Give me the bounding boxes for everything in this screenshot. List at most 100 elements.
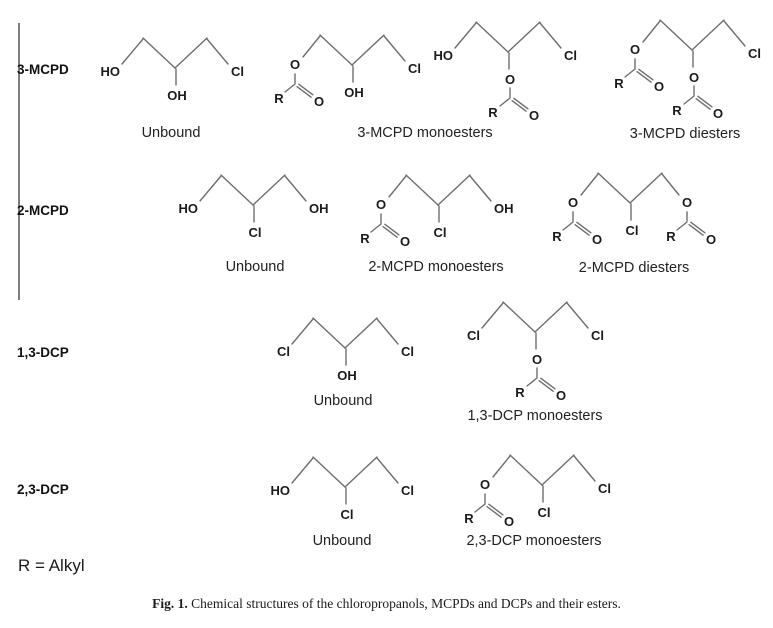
r-group-label: R <box>672 103 682 118</box>
bond-line <box>624 68 636 78</box>
bond-line <box>573 455 596 482</box>
center-substituent-label: OH <box>344 85 364 100</box>
bond-line <box>142 37 176 69</box>
structure-caption-unbound-2mcpd: Unbound <box>225 259 285 275</box>
carbonyl-oxygen-label: O <box>504 514 514 529</box>
r-group-definition: R = Alkyl <box>18 556 85 575</box>
row-group-divider-line <box>18 23 20 300</box>
left-substituent-label: HO <box>271 483 291 498</box>
bond-line <box>376 318 399 345</box>
r-group-label: R <box>488 105 498 120</box>
bond-line <box>382 225 398 238</box>
bond-line <box>252 174 286 206</box>
bond-line <box>376 457 399 484</box>
bond-line <box>562 221 574 231</box>
r-group-label: R <box>552 229 562 244</box>
ester-oxygen-label: O <box>689 70 699 85</box>
bond-line <box>344 317 378 349</box>
bond-line <box>405 174 439 206</box>
bond-line <box>511 99 527 112</box>
bond-line <box>636 70 652 83</box>
bond-line <box>540 377 556 390</box>
ester-oxygen-label: O <box>532 352 542 367</box>
bond-line <box>499 97 511 107</box>
bond-line <box>291 457 314 484</box>
bond-line <box>284 83 296 93</box>
bond-line <box>481 302 504 329</box>
bond-line <box>302 35 321 58</box>
left-substituent-label: HO <box>101 64 121 79</box>
bond-line <box>695 97 711 110</box>
r-group-label: R <box>666 229 676 244</box>
bond-line <box>688 223 704 236</box>
carbonyl-oxygen-label: O <box>556 388 566 403</box>
structure-caption-3mcpd-monoesters: 3-MCPD monoesters <box>357 125 493 141</box>
left-substituent-label: Cl <box>467 328 480 343</box>
left-substituent-label: HO <box>434 48 454 63</box>
center-substituent-label: Cl <box>341 507 354 522</box>
bond-line <box>291 318 314 345</box>
r-group-label: R <box>614 76 624 91</box>
bond-line <box>539 22 562 49</box>
figure-caption-text: Chemical structures of the chloropropano… <box>191 596 621 611</box>
bond-line <box>351 34 385 66</box>
bond-line <box>199 175 222 202</box>
bond-line <box>683 95 695 105</box>
right-substituent-label: OH <box>309 201 329 216</box>
row-label-23dcp: 2,3-DCP <box>17 482 69 497</box>
center-substituent-label: Cl <box>249 225 262 240</box>
bond-line <box>690 221 706 234</box>
bond-line <box>526 377 538 387</box>
left-substituent-label: Cl <box>277 344 290 359</box>
bond-line <box>492 455 511 478</box>
carbonyl-oxygen-label: O <box>314 94 324 109</box>
bond-line <box>676 221 688 231</box>
bond-line <box>474 503 486 513</box>
figure-caption-number: Fig. 1. <box>152 596 188 611</box>
bond-line <box>723 20 746 47</box>
bond-line <box>538 379 554 392</box>
bond-line <box>507 21 541 53</box>
r-group-label: R <box>360 231 370 246</box>
bond-line <box>486 505 502 518</box>
bond-line <box>384 223 400 236</box>
right-substituent-label: OH <box>494 201 514 216</box>
row-label-3mcpd: 3-MCPD <box>17 62 69 77</box>
bond-line <box>284 175 307 202</box>
bond-line <box>454 22 477 49</box>
row-label-13dcp: 1,3-DCP <box>17 345 69 360</box>
right-substituent-label: Cl <box>748 46 761 61</box>
right-substituent-label: Cl <box>401 344 414 359</box>
bond-line <box>121 38 144 65</box>
figure-caption: Fig. 1. Chemical structures of the chlor… <box>0 596 773 612</box>
bond-line <box>469 175 492 202</box>
r-group-label: R <box>515 385 525 400</box>
structure-caption-unbound-3mcpd: Unbound <box>141 125 201 141</box>
bond-line <box>574 223 590 236</box>
bond-line <box>697 95 713 108</box>
bond-line <box>174 37 208 69</box>
bond-line <box>296 85 312 98</box>
center-substituent-label: Cl <box>434 225 447 240</box>
bond-line <box>344 456 378 488</box>
bond-line <box>541 454 575 486</box>
structure-caption-2mcpd-monoesters: 2-MCPD monoesters <box>368 259 504 275</box>
bond-line <box>513 97 529 110</box>
bond-line <box>388 175 407 198</box>
bond-line <box>488 503 504 516</box>
